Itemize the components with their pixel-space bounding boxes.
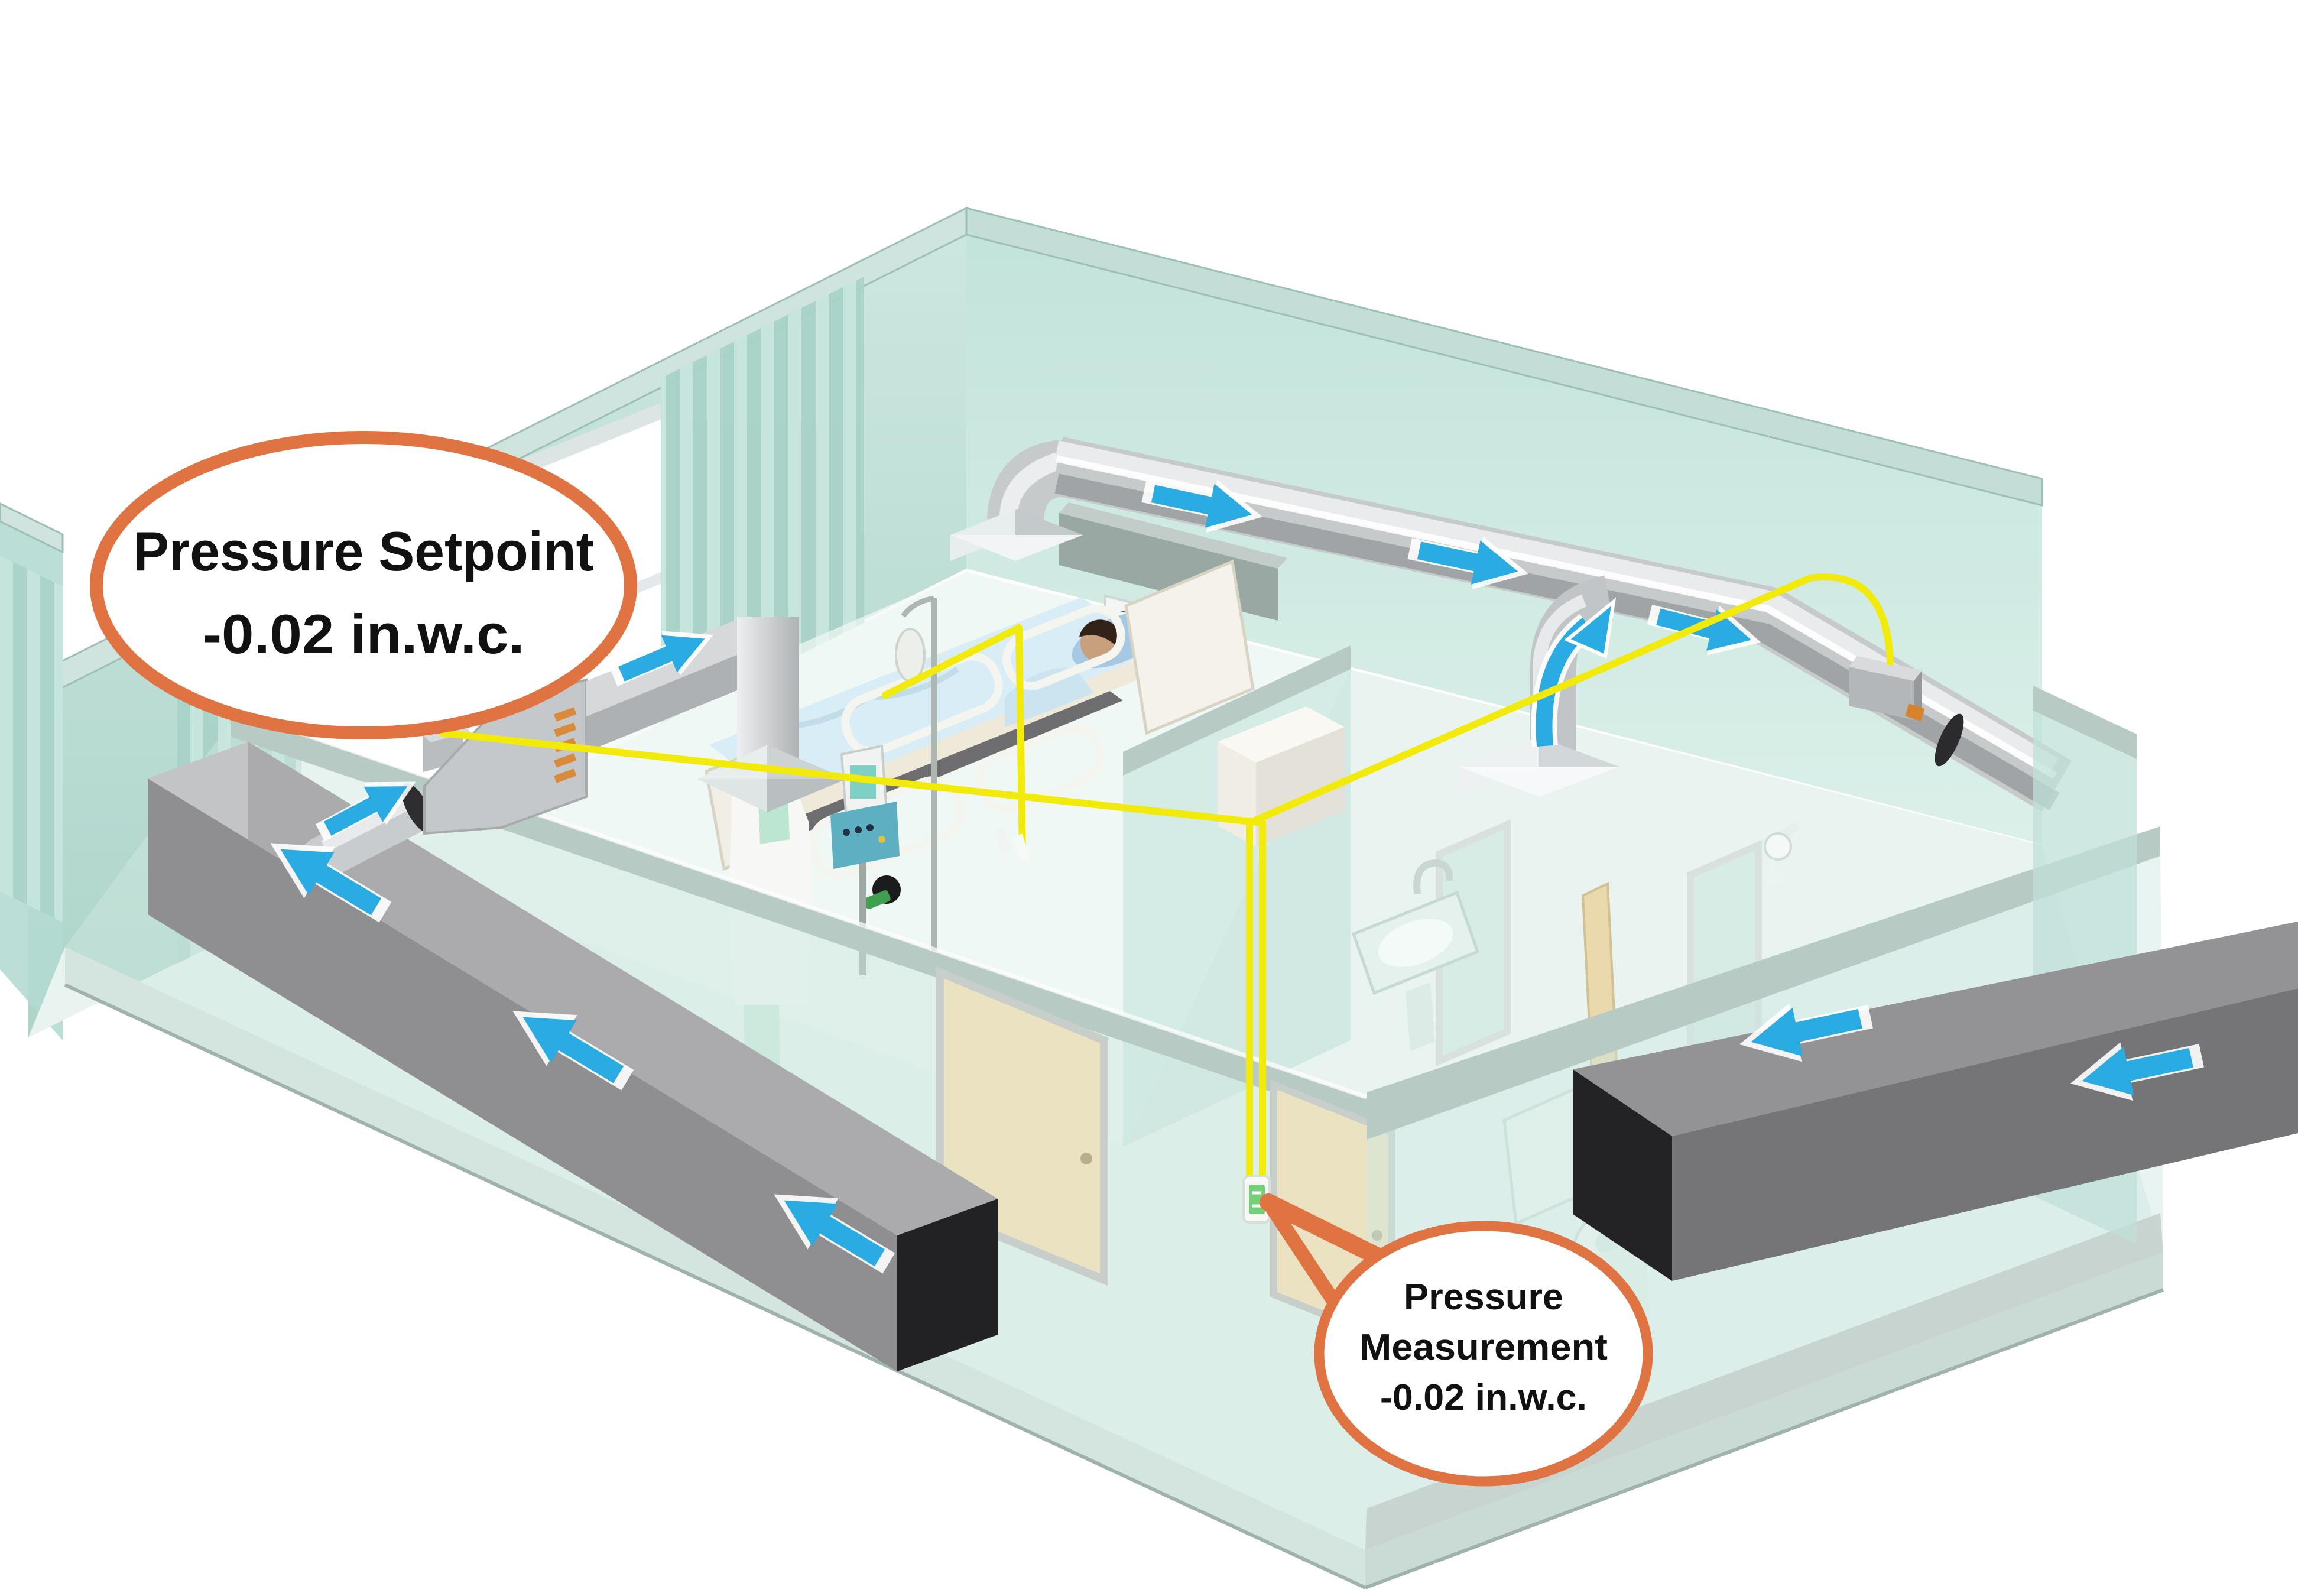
duct-open-end	[1573, 1069, 1672, 1281]
reheat-coil	[423, 678, 588, 835]
shower-head	[1764, 822, 1800, 884]
patient-hair	[1079, 619, 1122, 647]
pressure-tube-supply	[439, 729, 1267, 1182]
venturi-valve-ring	[1935, 713, 1964, 767]
airflow-arrows	[255, 465, 2208, 1289]
bathroom-ceiling-grille	[1459, 737, 1619, 797]
supply-main-duct	[148, 742, 998, 1371]
far-left-wall	[0, 502, 64, 1040]
wall-cap	[965, 207, 2043, 507]
exhaust-valve-actuator	[1849, 656, 1964, 767]
setpoint-line1: Pressure Setpoint	[133, 520, 594, 582]
pressure-tube-room	[882, 624, 1026, 858]
pressure-tube-exhaust	[1246, 573, 1894, 1182]
bed-brake-pedal-green	[864, 890, 891, 910]
supply-system	[148, 617, 998, 1371]
sink	[1351, 859, 1480, 1051]
measurement-callout: Pressure Measurement -0.02 in.w.c.	[1260, 1193, 1653, 1487]
iv-bag	[895, 628, 926, 682]
door-knob	[1372, 1230, 1382, 1241]
headboard	[1124, 559, 1255, 735]
monitor-control-box	[830, 802, 900, 869]
setpoint-line2: -0.02 in.w.c.	[203, 603, 525, 665]
actuator-linkage	[1905, 703, 1925, 721]
door-knob	[1080, 1153, 1092, 1164]
duct-open-end	[897, 1199, 998, 1371]
curved-airflow-arrow	[1531, 597, 1617, 747]
measurement-line2: Measurement	[1359, 1327, 1608, 1368]
room-pressure-tap	[994, 826, 1031, 863]
slab	[64, 947, 2164, 1589]
pressure-tubing	[439, 573, 1894, 1182]
measurement-line1: Pressure	[1404, 1277, 1563, 1318]
measurement-line3: -0.02 in.w.c.	[1380, 1377, 1587, 1418]
setpoint-callout: Pressure Setpoint -0.02 in.w.c.	[90, 431, 637, 739]
